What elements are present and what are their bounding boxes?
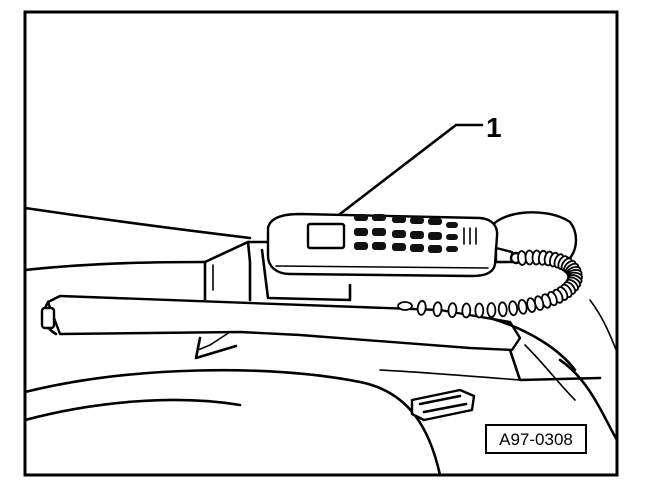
coiled-cord — [397, 249, 583, 319]
cord-coil — [486, 302, 497, 318]
reference-code-box: A97-0308 — [485, 424, 587, 454]
cord-coil — [397, 301, 413, 311]
cord-coil — [508, 300, 519, 317]
cord-coil — [461, 302, 472, 319]
callout: 1 — [338, 112, 502, 216]
callout-label: 1 — [486, 112, 502, 143]
telephone-handset — [266, 211, 578, 278]
cord-coil — [497, 301, 508, 318]
cord-coil — [447, 302, 458, 318]
cord-coil — [432, 301, 443, 318]
cord-coil — [416, 300, 427, 316]
cord-coil — [517, 298, 528, 315]
cord-coil — [474, 302, 485, 319]
figure-frame — [23, 10, 619, 477]
reference-code: A97-0308 — [499, 430, 573, 449]
